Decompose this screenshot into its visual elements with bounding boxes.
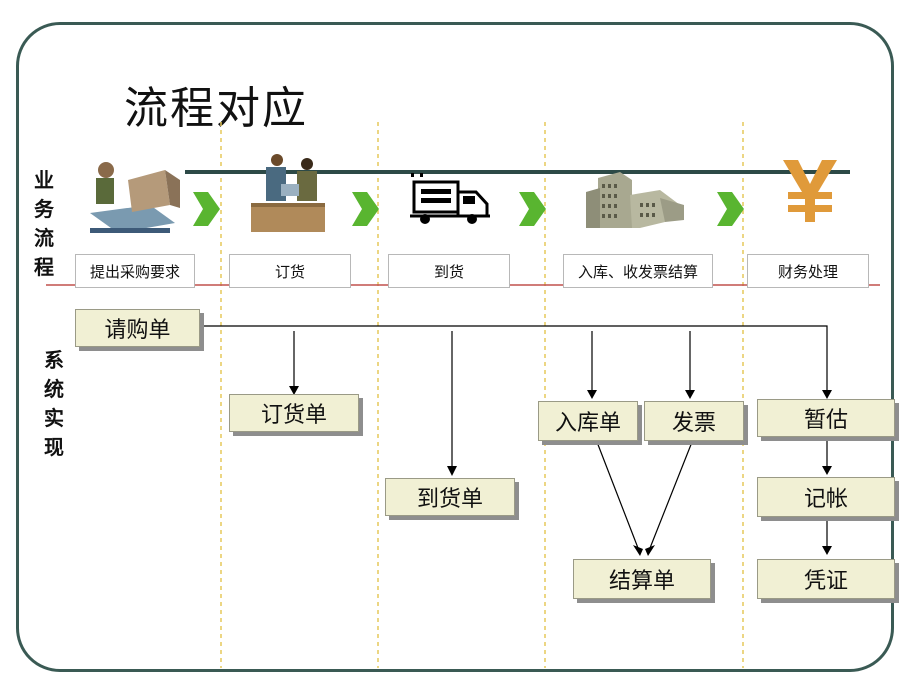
request-to-estimate-line (200, 325, 828, 393)
label-char: 统 (44, 377, 64, 401)
stage-label-order: 订货 (229, 254, 351, 288)
slide-frame (16, 22, 894, 672)
label-char: 程 (34, 255, 54, 279)
stage-label-finance: 财务处理 (747, 254, 869, 288)
doc-arrival-note: 到货单 (385, 478, 515, 516)
process-chevrons (193, 192, 744, 226)
chevron-icon (193, 192, 220, 226)
stage-label-request: 提出采购要求 (75, 254, 195, 288)
label-char: 现 (44, 435, 64, 459)
chevron-icon (352, 192, 379, 226)
doc-posting: 记帐 (757, 477, 895, 517)
yen-icon (783, 160, 837, 222)
chevron-icon (717, 192, 744, 226)
label-char: 流 (34, 226, 54, 250)
purchase-request-icon (90, 162, 180, 233)
doc-estimate: 暂估 (757, 399, 895, 437)
invoice-to-settlement-line (649, 441, 693, 549)
system-implementation-label: 系 统 实 现 (42, 346, 66, 462)
doc-receipt: 入库单 (538, 401, 638, 441)
business-process-label: 业 务 流 程 (32, 166, 56, 282)
page-title: 流程对应 (124, 83, 308, 134)
order-people-icon (251, 154, 325, 232)
chevron-icon (519, 192, 546, 226)
receipt-to-settlement-line (596, 441, 639, 549)
doc-purchase-order: 订货单 (229, 394, 359, 432)
doc-purchase-request: 请购单 (75, 309, 200, 347)
label-char: 务 (34, 197, 54, 221)
label-char: 实 (44, 406, 64, 430)
delivery-truck-icon (410, 173, 490, 224)
doc-settlement: 结算单 (573, 559, 711, 599)
doc-voucher: 凭证 (757, 559, 895, 599)
label-char: 业 (34, 168, 54, 192)
doc-invoice: 发票 (644, 401, 744, 441)
stage-label-receipt-invoice: 入库、收发票结算 (563, 254, 713, 288)
stage-label-arrival: 到货 (388, 254, 510, 288)
warehouse-icon (586, 172, 684, 228)
label-char: 系 (44, 348, 64, 372)
